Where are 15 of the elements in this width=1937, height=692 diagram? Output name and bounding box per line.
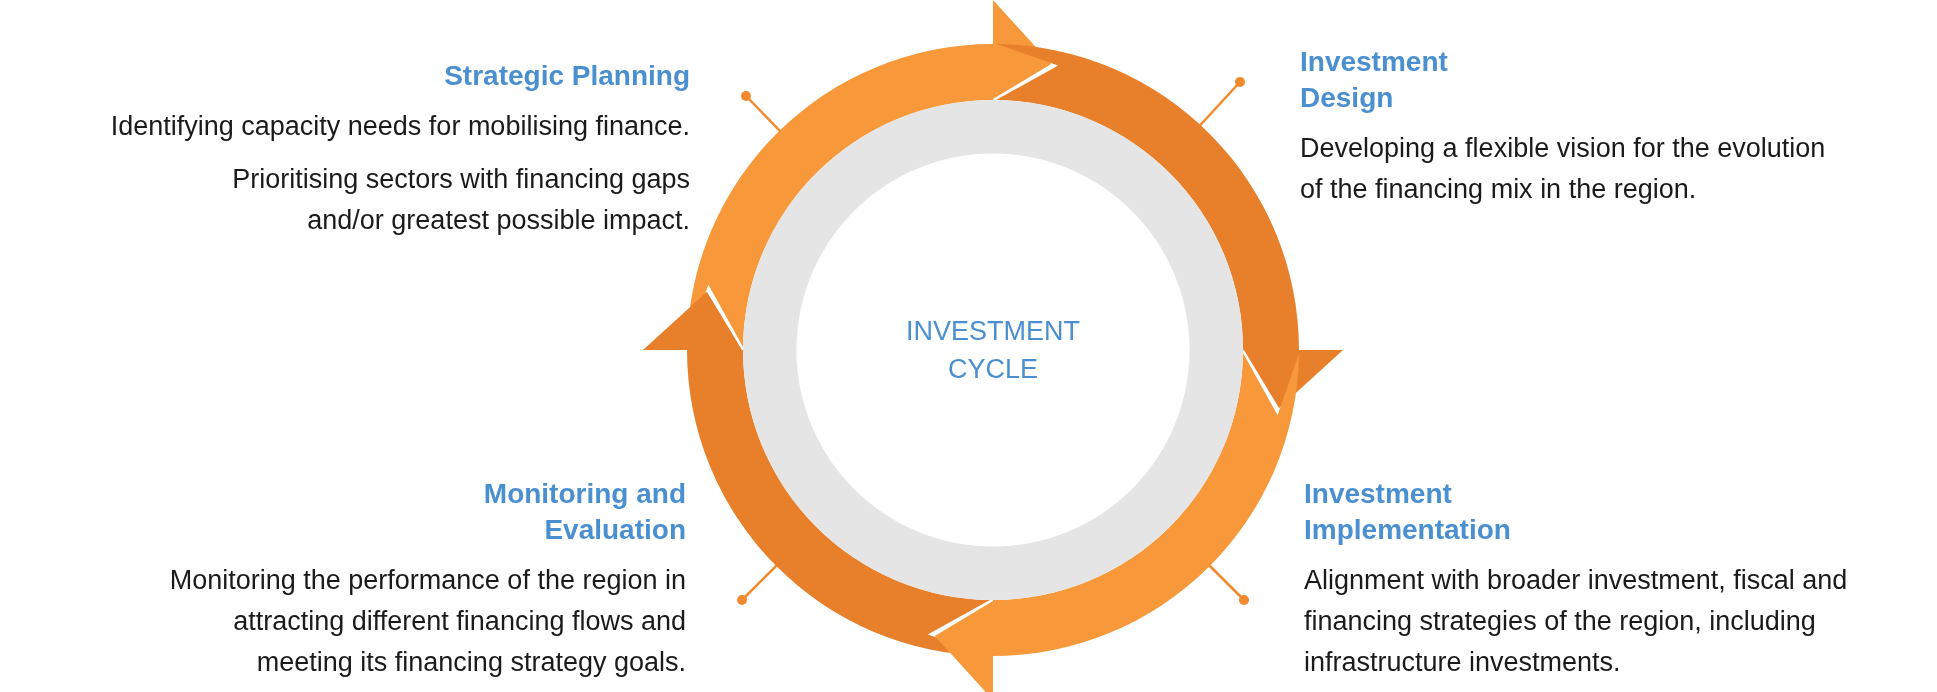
leader-line	[737, 563, 779, 605]
stage-description: Monitoring the performance of the region in attracting different financing flows and meeting its financing strategy goals.	[168, 564, 686, 679]
stage-description: Prioritising sectors with financing gaps and/or greatest possible impact.	[231, 163, 690, 237]
stage-heading: Strategic Planning	[443, 59, 690, 93]
stage-description: Developing a flexible vision for the evolution of the financing mix in the region.	[1300, 132, 1827, 206]
leader-line	[1198, 77, 1245, 128]
stage-heading: Investment Implementation	[1304, 477, 1512, 547]
center-label: INVESTMENT CYCLE	[905, 315, 1081, 386]
leader-line	[741, 91, 782, 133]
ring-segment	[934, 353, 1299, 692]
stage-heading: Monitoring and Evaluation	[482, 477, 686, 547]
stage-description: Alignment with broader investment, fiscal and financing strategies of the region, including infrastructure investments.	[1304, 564, 1849, 679]
leader-line	[1207, 563, 1249, 605]
stage-description: Identifying capacity needs for mobilising finance.	[109, 110, 690, 143]
stage-heading: Investment Design	[1300, 45, 1449, 115]
